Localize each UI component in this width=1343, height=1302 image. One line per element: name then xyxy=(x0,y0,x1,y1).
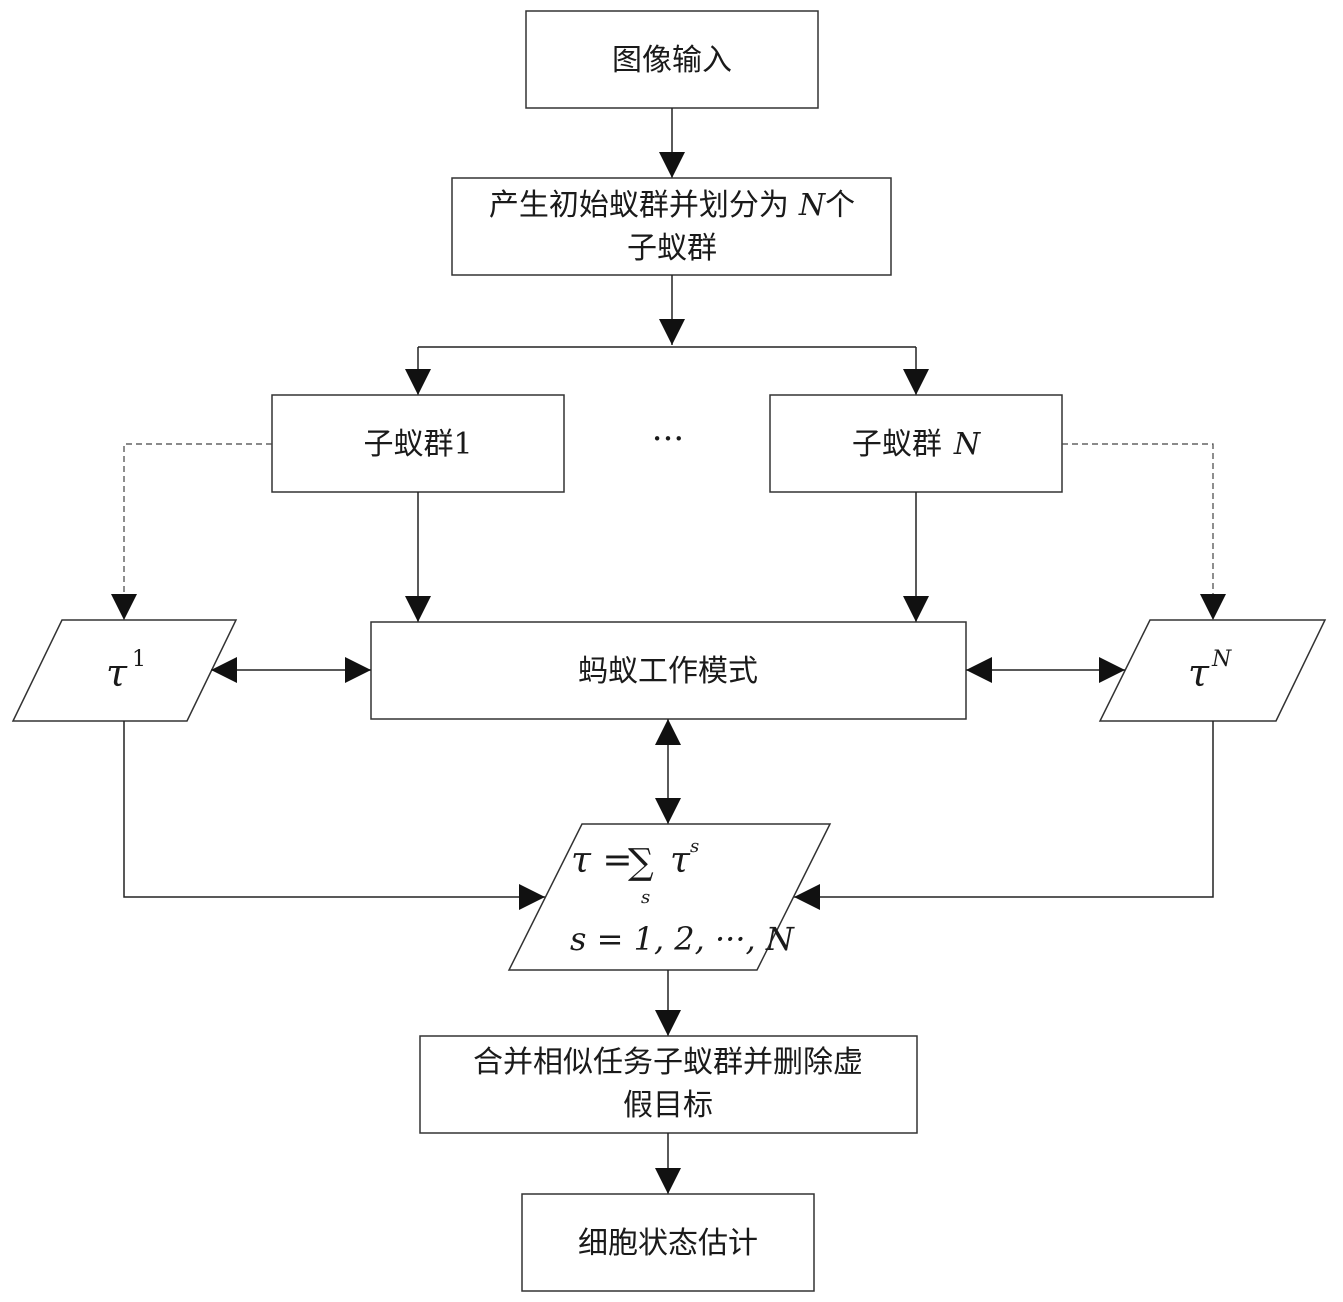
dashed-sub1-to-tau1 xyxy=(124,444,272,620)
ellipsis: ··· xyxy=(652,419,684,459)
subcolony-n-var: N xyxy=(953,427,982,462)
tau-n-symbol: τ xyxy=(1188,651,1210,695)
sum-sigma: ∑ xyxy=(628,842,654,883)
merge-label-line2: 假目标 xyxy=(623,1088,713,1123)
cell-state-label: 细胞状态估计 xyxy=(578,1226,758,1261)
sum-superscript: s xyxy=(690,836,699,857)
init-colony-ge: 个 xyxy=(825,188,855,223)
subcolony-n-label: 子蚁群 N xyxy=(852,427,982,462)
init-colony-label-line1: 产生初始蚁群并划分为 N个 xyxy=(489,188,855,223)
sum-subscript: s xyxy=(641,887,650,908)
line-tau1-to-sum xyxy=(124,721,545,897)
line-tauN-to-sum xyxy=(794,721,1213,897)
image-input-label: 图像输入 xyxy=(612,43,732,78)
tau-1-symbol: τ xyxy=(106,651,128,695)
merge-label-line1: 合并相似任务子蚁群并删除虚 xyxy=(473,1045,863,1080)
subcolony-n-text: 子蚁群 xyxy=(852,427,942,462)
sum-range: s = 1, 2, ···, N xyxy=(570,920,795,958)
sum-lhs: τ = xyxy=(571,840,633,881)
tau-n-superscript: N xyxy=(1211,647,1232,672)
tau-1-superscript: 1 xyxy=(132,647,146,672)
init-colony-n-var: N xyxy=(798,188,827,223)
sum-tau: τ xyxy=(670,840,691,881)
init-colony-label-line2: 子蚁群 xyxy=(627,231,717,266)
init-colony-text: 产生初始蚁群并划分为 xyxy=(489,188,789,223)
ant-work-mode-label: 蚂蚁工作模式 xyxy=(578,654,758,689)
subcolony-1-label: 子蚁群1 xyxy=(363,427,472,462)
dashed-subN-to-tauN xyxy=(1062,444,1213,620)
